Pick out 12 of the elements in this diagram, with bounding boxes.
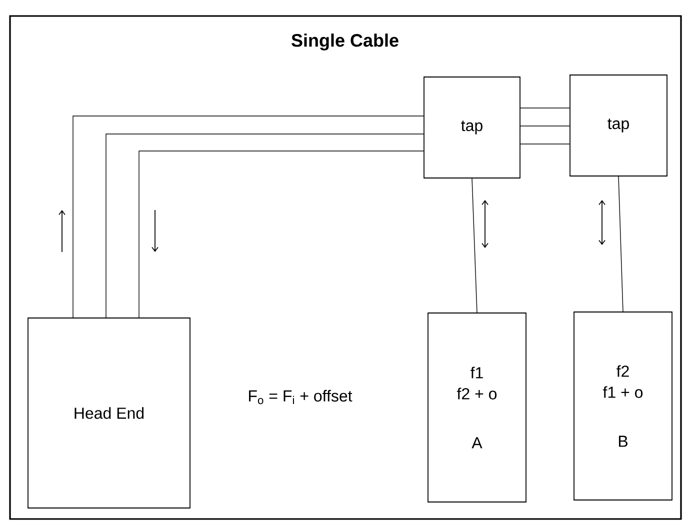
title: Single Cable	[292, 34, 398, 50]
cable-line	[106, 134, 424, 318]
cable-line	[472, 178, 478, 313]
subscriber-box: f1 f2 + o A	[428, 312, 526, 502]
cable-line	[618, 176, 624, 312]
tap-box: tap	[424, 76, 520, 178]
cable-line	[72, 116, 424, 318]
head-end-box: Head End	[28, 318, 190, 508]
subscriber-box: f2 f1 + o B	[574, 312, 672, 500]
formula-text: F$_{o}$ = F$_{i}$ + offset	[249, 390, 352, 404]
cable-line	[138, 150, 424, 318]
tap-box: tap	[570, 74, 668, 176]
